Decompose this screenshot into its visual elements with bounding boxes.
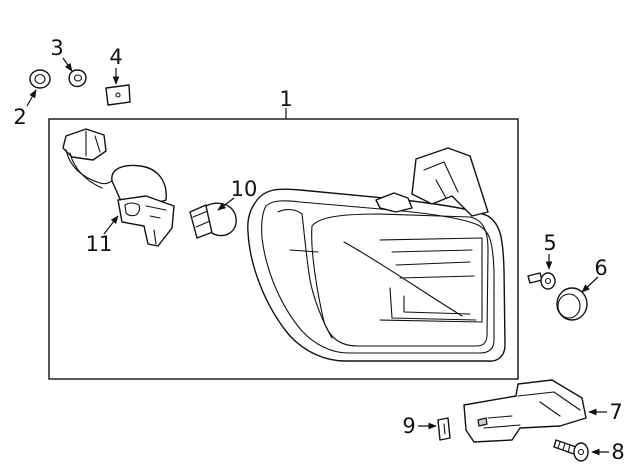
callout-5: 5 <box>543 231 556 255</box>
callout-1: 1 <box>279 87 292 111</box>
callout-6-leader <box>581 276 599 293</box>
callout-3: 3 <box>50 36 63 60</box>
nut-part <box>68 69 87 88</box>
tail-lamp-assembly-part <box>247 147 506 362</box>
callout-2-leader <box>26 89 37 107</box>
callout-10-leader <box>217 197 235 211</box>
assembly-frame <box>48 118 519 380</box>
screw-part <box>553 439 589 462</box>
callout-2: 2 <box>13 105 26 129</box>
bulb-part <box>189 202 237 239</box>
callout-7: 7 <box>609 400 622 424</box>
callout-3-leader <box>62 57 73 72</box>
bracket-part <box>463 379 587 443</box>
socket-wire-harness-part <box>62 128 175 247</box>
bolt-part <box>527 272 556 290</box>
callout-10: 10 <box>231 177 258 201</box>
callout-4: 4 <box>109 45 122 69</box>
callout-11-leader <box>103 215 119 235</box>
clip-part <box>105 84 131 106</box>
callout-8: 8 <box>611 440 624 464</box>
callout-6: 6 <box>594 256 607 280</box>
callout-9: 9 <box>402 414 415 438</box>
callout-11: 11 <box>86 232 113 256</box>
nut-clip-part <box>437 417 451 441</box>
grommet-part <box>29 69 51 89</box>
cover-cap-part <box>556 287 588 321</box>
